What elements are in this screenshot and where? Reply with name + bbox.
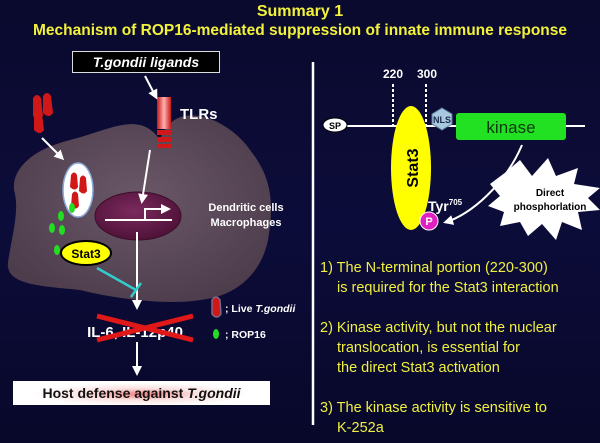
nls-domain <box>431 107 453 131</box>
stat3-label: Stat3 <box>71 247 101 261</box>
tyr-label: Tyr705 <box>428 198 463 214</box>
finding-2-line2: translocation, is essential for <box>337 340 520 356</box>
legend-parasite-icon <box>211 296 222 318</box>
burst-text-line1: Direct <box>536 188 565 199</box>
rop16-dots-icon <box>49 203 75 255</box>
finding-2-line1: 2) Kinase activity, but not the nuclear <box>320 320 557 336</box>
phosphorylation-arrow <box>443 144 523 225</box>
rop16-domain-map <box>322 84 600 240</box>
finding-3: 3) The kinase activity is sensitive to K… <box>320 398 547 438</box>
stat3-vertical-label: Stat3 <box>405 148 422 187</box>
finding-1-line1: 1) The N-terminal portion (220-300) <box>320 260 548 276</box>
finding-1: 1) The N-terminal portion (220-300) is r… <box>320 258 559 298</box>
cross-line-2 <box>96 313 194 343</box>
stat3-ellipse <box>391 106 431 230</box>
finding-2-line3: the direct Stat3 activation <box>337 360 500 376</box>
tlrs-label: TLRs <box>180 106 218 123</box>
tlr-receptor-icon <box>157 97 171 148</box>
sp-domain <box>322 117 348 133</box>
direct-phosphorylation-burst <box>488 158 600 240</box>
position-220-label: 220 <box>383 67 403 81</box>
legend-item-parasite: ; Live T.gondii <box>225 303 296 315</box>
nls-label: NLS <box>433 115 451 125</box>
host-defense-organism: T.gondii <box>187 385 241 401</box>
position-300-label: 300 <box>417 67 437 81</box>
invasion-arrow <box>41 137 65 161</box>
intracellular-parasites-icon <box>70 172 87 209</box>
cell-type-line2: Macrophages <box>211 217 282 229</box>
stat3-inhibition-icon <box>96 266 143 298</box>
phospho-label: P <box>425 216 432 228</box>
legend-item-rop16: ; ROP16 <box>225 329 266 341</box>
kinase-domain <box>456 113 566 140</box>
phospho-circle <box>419 211 439 231</box>
legend-rop16-icon <box>213 329 219 339</box>
stat3-oval <box>60 240 112 266</box>
ligand-arrow <box>144 75 158 100</box>
tlr-signal-arrow <box>138 149 151 204</box>
kinase-label: kinase <box>486 118 535 137</box>
host-defense-prefix: Host defense against <box>42 385 188 401</box>
host-defense-box: Host defense against T.gondii <box>13 381 270 405</box>
finding-3-line1: 3) The kinase activity is sensitive to <box>320 400 547 416</box>
slide-title: Summary 1 <box>256 3 344 20</box>
ligands-box: T.gondii ligands <box>72 51 220 73</box>
finding-2: 2) Kinase activity, but not the nuclear … <box>320 318 557 378</box>
extracellular-parasites-icon <box>33 93 53 133</box>
promoter-icon <box>105 204 172 221</box>
parasitophorous-vacuole <box>62 162 94 218</box>
cytokines-crossed-out: IL-6, IL-12p40 <box>87 313 194 343</box>
sp-label: SP <box>329 121 341 131</box>
finding-1-line2: is required for the Stat3 interaction <box>337 280 559 296</box>
cell-type-line1: Dendritic cells <box>208 202 283 214</box>
finding-3-line2: K-252a <box>337 420 384 436</box>
slide-subtitle: Mechanism of ROP16-mediated suppression … <box>32 22 567 39</box>
burst-text-line2: phosphorlation <box>514 202 587 213</box>
